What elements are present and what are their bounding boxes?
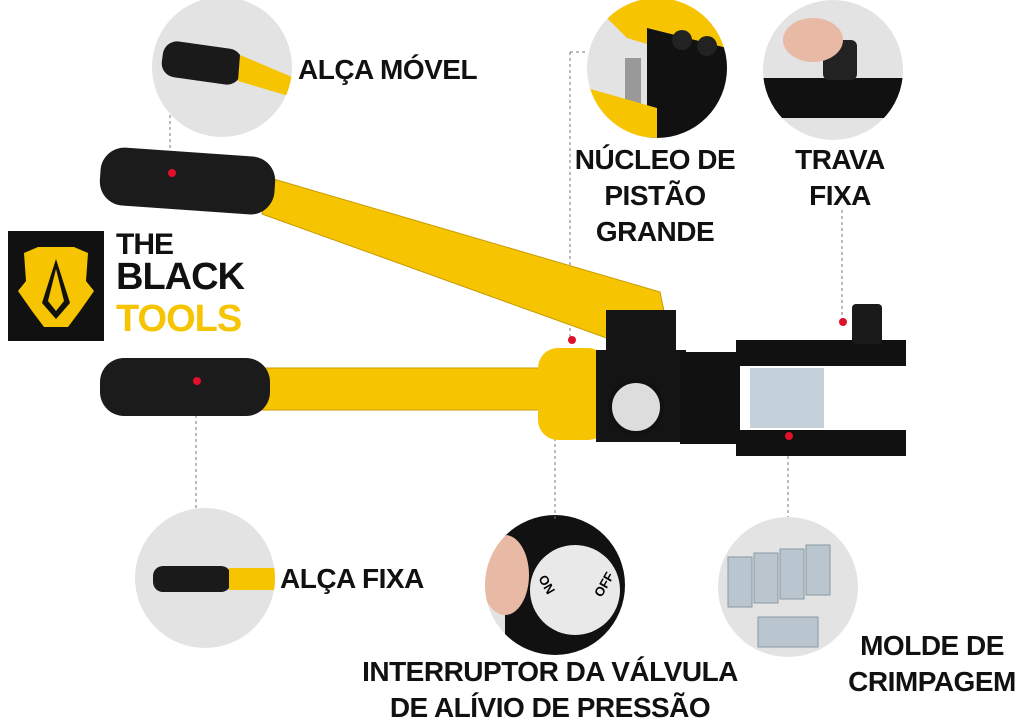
brand-logo-emblem (8, 231, 104, 341)
label-line: FIXA (809, 180, 871, 211)
logo-tools: TOOLS (116, 298, 242, 340)
label-relief-valve: INTERRUPTOR DA VÁLVULA DE ALÍVIO DE PRES… (340, 654, 760, 726)
label-line: GRANDE (595, 216, 715, 247)
label-line: INTERRUPTOR DA VÁLVULA (362, 656, 738, 687)
label-movable-handle: ALÇA MÓVEL (298, 54, 478, 85)
label-line: MOLDE DE (860, 630, 1004, 661)
detail-fixed-lock (763, 0, 903, 140)
label-fixed-lock: TRAVA FIXA (780, 142, 900, 214)
label-fixed-handle: ALÇA FIXA (280, 563, 424, 594)
label-line: DE ALÍVIO DE PRESSÃO (389, 692, 711, 723)
detail-piston-core (587, 0, 727, 138)
label-line: TRAVA (795, 144, 885, 175)
label-line: NÚCLEO DE (574, 144, 736, 175)
logo-the: THE (116, 228, 174, 261)
logo-black: BLACK (116, 256, 245, 298)
detail-fixed-handle (135, 508, 275, 648)
label-crimp-die: MOLDE DE CRIMPAGEM (840, 628, 1024, 700)
detail-movable-handle (152, 0, 292, 137)
label-line: PISTÃO (604, 180, 706, 211)
label-line: CRIMPAGEM (848, 666, 1016, 697)
label-piston-core: NÚCLEO DE PISTÃO GRANDE (560, 142, 750, 250)
detail-relief-valve: ON OFF (485, 515, 625, 655)
detail-crimp-die (718, 517, 858, 657)
